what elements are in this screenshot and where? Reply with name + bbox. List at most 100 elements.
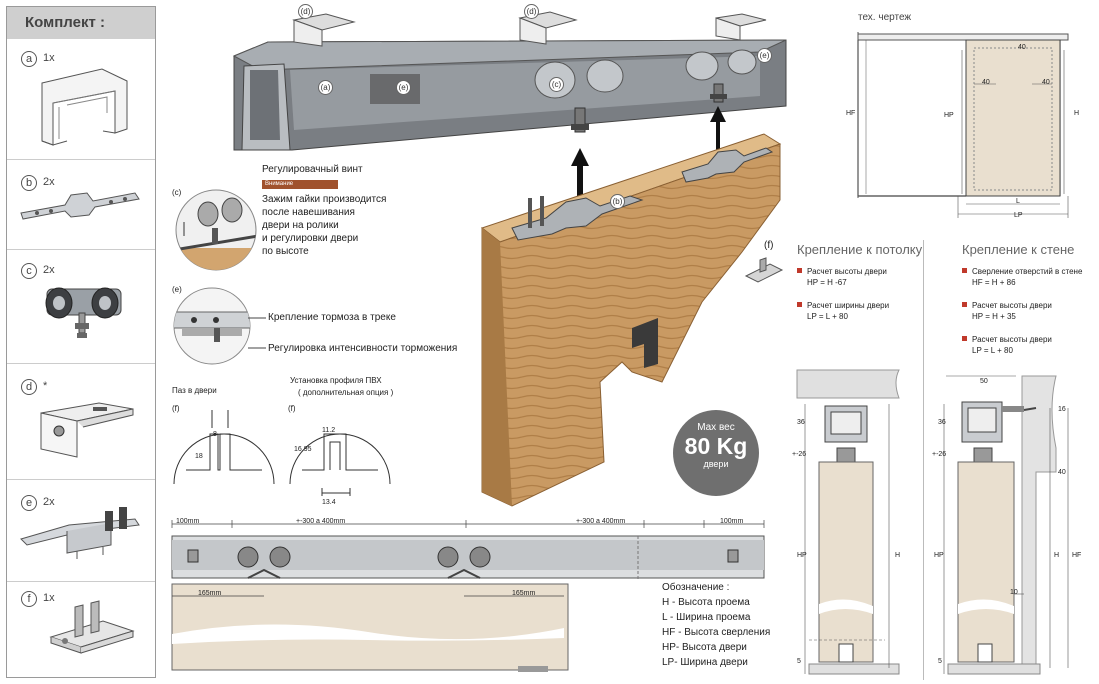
ceiling-5: 5 — [797, 658, 801, 665]
track-3d-illustration — [232, 11, 787, 151]
dim-100-right: 100mm — [720, 518, 744, 525]
tech-40-top: 40 — [1018, 44, 1026, 51]
tech-hf: HF — [846, 110, 856, 117]
kit-qty: 2x — [43, 176, 55, 188]
brake-adjust-label: Регулировка интенсивности торможения — [268, 343, 458, 354]
wooden-door-illustration — [480, 133, 782, 507]
note-line: двери на ролики — [262, 220, 339, 231]
wall-50: 50 — [980, 378, 988, 385]
kit-qty: 1x — [43, 52, 55, 64]
wall-hf: HF — [1072, 552, 1082, 559]
detail-e-tag: (e) — [172, 285, 182, 294]
ceiling-bullet-1: Расчет высоты двери HP = H -67 — [797, 266, 887, 288]
pvc-base: 13.4 — [322, 499, 336, 506]
bullet-text: Сверление отверстий в стене — [972, 267, 1083, 276]
bullet-text: Расчет ширины двери — [807, 301, 890, 310]
groove-title: Паз в двери — [172, 386, 217, 395]
wall-10: 10 — [1010, 589, 1018, 596]
pvc-width: 11.2 — [322, 427, 336, 434]
ceiling-36: 36 — [797, 419, 805, 426]
legend-item: HF - Высота сверления — [662, 627, 771, 638]
tag-f-door: (f) — [764, 240, 774, 251]
max-weight-badge: Max вес 80 Kg двери — [673, 410, 759, 496]
dim-165-left: 165mm — [198, 590, 222, 597]
dim-mid-left: +-300 a 400mm — [296, 518, 346, 525]
tech-l: L — [1016, 198, 1020, 205]
kit-letter: e — [21, 495, 37, 511]
legend-item: LP- Ширина двери — [662, 657, 748, 668]
wall-bullet-3: Расчет высоты двери LP = L + 80 — [962, 334, 1052, 356]
legend-item: HP- Высота двери — [662, 642, 747, 653]
max-weight-value: 80 Kg — [684, 433, 748, 459]
legend-item: L - Ширина проема — [662, 612, 751, 623]
wall-bullet-1: Сверление отверстий в стене HF = H + 86 — [962, 266, 1082, 288]
ceiling-title: Крепление к потолку — [797, 242, 923, 257]
wall-bullet-2: Расчет высоты двери HP = H + 35 — [962, 300, 1052, 322]
adjust-screw-label: Регулировачный винт — [262, 164, 363, 175]
tech-40-left: 40 — [982, 79, 990, 86]
floor-guide-detail — [744, 257, 784, 283]
tech-title: тех. чертеж — [858, 12, 912, 23]
track-elevation-drawing — [171, 520, 765, 672]
kit-panel: Комплект : a 1x b 2x c 2x — [6, 6, 156, 678]
tech-40-right: 40 — [1042, 79, 1050, 86]
leader-lines — [248, 317, 266, 349]
wall-26: +-26 — [932, 451, 947, 458]
tag-c: (c) — [549, 77, 564, 92]
pvc-section-diagram — [289, 433, 391, 485]
tag-b: (b) — [610, 194, 625, 209]
dim-mid-right: +-300 a 400mm — [576, 518, 626, 525]
wall-mount-drawing — [943, 375, 1069, 675]
pvc-subtitle: ( дополнительная опция ) — [298, 388, 394, 397]
bullet-formula: LP = L + 80 — [807, 312, 848, 321]
divider — [923, 240, 924, 680]
note-line: и регулировки двери — [262, 233, 359, 244]
kit-qty: * — [43, 380, 48, 392]
wall-40: 40 — [1058, 469, 1066, 476]
kit-qty: 2x — [43, 264, 55, 276]
pvc-tag: (f) — [288, 404, 296, 413]
kit-qty: 2x — [43, 496, 55, 508]
wall-bracket-icon — [40, 402, 134, 458]
brake-stopper-icon — [20, 507, 140, 559]
roller-carriage-icon — [45, 287, 122, 338]
wall-16: 16 — [1058, 406, 1066, 413]
bracket-plate-icon — [20, 192, 140, 220]
attention-badge: Внимание — [262, 180, 338, 189]
floor-guide-icon — [49, 600, 135, 654]
max-weight-label: Max вес — [697, 422, 735, 433]
ceiling-hp: HP — [797, 552, 807, 559]
bullet-text: Расчет высоты двери — [972, 335, 1052, 344]
tag-d-left: (d) — [298, 4, 313, 19]
wall-5: 5 — [938, 658, 942, 665]
groove-tag: (f) — [172, 404, 180, 413]
legend: Обозначение : H - Высота проема L - Шири… — [662, 580, 802, 670]
ceiling-bullet-2: Расчет ширины двери LP = L + 80 — [797, 300, 889, 322]
arrow-up-icon — [571, 148, 589, 202]
tag-e-right: (e) — [757, 48, 772, 63]
groove-height: 18 — [195, 453, 203, 460]
brake-mount-label: Крепление тормоза в треке — [268, 312, 396, 323]
kit-letter: d — [21, 379, 37, 395]
groove-width: 8 — [213, 431, 217, 438]
ceiling-mount-drawing — [796, 369, 900, 675]
bullet-text: Расчет высоты двери — [807, 267, 887, 276]
detail-c-tag: (c) — [172, 188, 182, 197]
pvc-title: Установка профиля ПВХ — [290, 376, 382, 385]
tag-a: (a) — [318, 80, 333, 95]
kit-title: Комплект : — [7, 7, 155, 39]
wall-hp: HP — [934, 552, 944, 559]
bullet-formula: HP = H -67 — [807, 278, 847, 287]
bullet-text: Расчет высоты двери — [972, 301, 1052, 310]
adjust-note: Зажим гайки производится после навешиван… — [262, 193, 412, 258]
ceiling-26: +-26 — [792, 451, 807, 458]
wall-h: H — [1054, 552, 1060, 559]
track-profile-icon — [41, 68, 128, 146]
bullet-formula: LP = L + 80 — [972, 346, 1013, 355]
kit-letter: b — [21, 175, 37, 191]
dim-165-right: 165mm — [512, 590, 536, 597]
tech-hp: HP — [944, 112, 954, 119]
max-weight-unit: двери — [703, 459, 729, 469]
tech-drawing — [857, 32, 1069, 218]
tech-lp: LP — [1014, 212, 1023, 219]
